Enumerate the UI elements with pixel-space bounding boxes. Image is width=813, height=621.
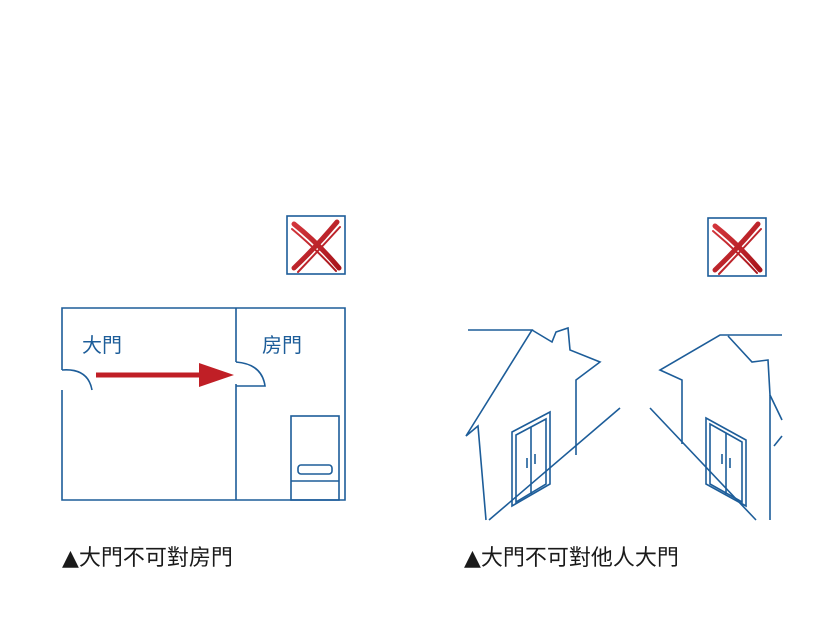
house-right-door (705, 416, 747, 508)
house-right-wall (769, 395, 783, 520)
house-left-ground (488, 407, 621, 521)
cross-icon (707, 217, 767, 277)
house-left-door (511, 410, 551, 508)
house-left-roof (531, 326, 602, 455)
front-door-label: 大門 (82, 333, 122, 357)
caption-door-facing-neighbor-door: ▲大門不可對他人大門 (464, 546, 679, 571)
caption-door-facing-room-door: ▲大門不可對房門 (62, 546, 233, 571)
floor-plan (61, 307, 346, 501)
house-left (465, 326, 621, 521)
cabinet (290, 415, 340, 501)
house-right (649, 334, 783, 521)
door-alignment-arrow (96, 363, 234, 387)
house-left-outline (465, 329, 534, 521)
house-right-roof (658, 334, 782, 444)
room-door-swing (235, 361, 266, 387)
room-door-label: 房門 (262, 333, 302, 357)
cabinet-handle (297, 464, 333, 475)
cross-icon (286, 215, 346, 275)
front-door-swing (61, 369, 93, 391)
plan-outer-wall (61, 307, 346, 501)
house-right-chimney (727, 335, 783, 421)
